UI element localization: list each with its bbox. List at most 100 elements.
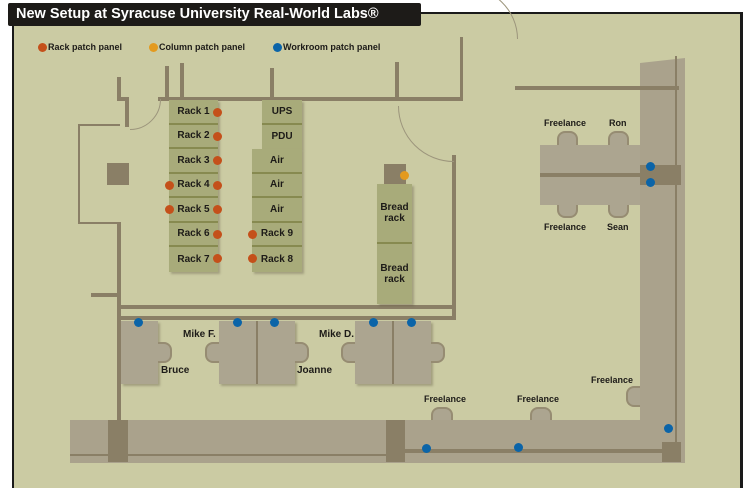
workroom-patch-panel-icon	[646, 178, 655, 187]
window-bay	[78, 124, 80, 224]
rack-patch-panel-icon	[248, 230, 257, 239]
chair	[557, 131, 578, 145]
wall	[395, 62, 399, 99]
corridor-south-wall	[400, 449, 680, 453]
rack-3[interactable]: Rack 3	[169, 149, 218, 174]
air-unit[interactable]: Air	[252, 198, 302, 223]
wall-north	[158, 97, 460, 101]
rack-patch-panel-icon	[165, 181, 174, 190]
ups[interactable]: UPS	[262, 100, 302, 125]
label-bruce: Bruce	[161, 365, 190, 376]
desk-pair-mike-f-joanne	[219, 321, 295, 384]
pillar	[386, 420, 405, 462]
label-freelance: Freelance	[517, 394, 560, 404]
wall-stub	[91, 293, 118, 297]
wall-west	[117, 222, 121, 422]
label-freelance: Freelance	[591, 375, 634, 385]
label-freelance: Freelance	[544, 118, 587, 128]
pdu[interactable]: PDU	[271, 131, 293, 143]
label-mike-d: Mike D.	[319, 329, 355, 340]
rack-patch-panel-icon	[213, 254, 222, 263]
chair	[431, 407, 453, 420]
chair	[295, 342, 309, 363]
workroom-patch-panel-icon	[134, 318, 143, 327]
column	[384, 164, 406, 186]
frame-left	[12, 14, 14, 488]
rack-5[interactable]: Rack 5	[169, 198, 218, 223]
rack-2[interactable]: Rack 2	[169, 125, 218, 149]
corridor-east	[640, 58, 685, 462]
window-bay	[78, 124, 120, 126]
corridor-south-line	[70, 454, 400, 456]
wall	[117, 77, 121, 101]
rack-patch-panel-icon	[248, 254, 257, 263]
power-column: UPS PDU	[262, 100, 302, 149]
workroom-patch-panel-icon	[233, 318, 242, 327]
label-joanne: Joanne	[297, 365, 333, 376]
rack-8[interactable]: Rack 8	[260, 253, 294, 265]
wall	[125, 97, 129, 127]
workroom-patch-panel-icon	[407, 318, 416, 327]
workroom-patch-panel-icon	[646, 162, 655, 171]
rack-6[interactable]: Rack 6	[169, 223, 218, 247]
rack-patch-panel-icon	[165, 205, 174, 214]
frame-right	[740, 14, 743, 488]
air-unit[interactable]: Air	[252, 174, 302, 198]
chair	[431, 342, 445, 363]
label-sean: Sean	[607, 222, 629, 232]
rack-patch-panel-icon	[213, 156, 222, 165]
chair	[557, 205, 578, 218]
rack-patch-panel-icon	[213, 181, 222, 190]
wall	[460, 37, 463, 101]
wall-south-room	[118, 316, 456, 320]
rack-column-2: Air Air Air Rack 9 Rack 8	[252, 149, 302, 272]
workroom-patch-panel-icon	[422, 444, 431, 453]
workroom-patch-panel-icon	[369, 318, 378, 327]
wall-east-room	[452, 155, 456, 320]
workroom-patch-panel-icon	[664, 424, 673, 433]
rack-7[interactable]: Rack 7	[177, 253, 210, 265]
workroom-patch-legend-icon	[273, 43, 282, 52]
chair	[608, 131, 629, 145]
corridor-east-line	[675, 56, 677, 456]
window-bay	[78, 222, 120, 224]
bread-rack-column: Bread rack Bread rack	[377, 184, 412, 304]
rack-patch-panel-icon	[213, 230, 222, 239]
legend-column: Column patch panel	[159, 42, 246, 52]
column-patch-panel-icon	[400, 171, 409, 180]
wall	[515, 86, 679, 90]
legend-workroom: Workroom patch panel	[283, 42, 381, 52]
wall-south-room	[118, 305, 456, 309]
wall	[270, 68, 274, 99]
column-patch-legend-icon	[149, 43, 158, 52]
rack-1[interactable]: Rack 1	[169, 100, 218, 125]
label-ron: Ron	[609, 118, 627, 128]
chair	[530, 407, 552, 420]
rack-patch-panel-icon	[213, 108, 222, 117]
rack-column-1: Rack 1 Rack 2 Rack 3 Rack 4 Rack 5 Rack …	[169, 100, 218, 272]
bread-rack[interactable]: Bread rack	[377, 184, 412, 244]
chair	[158, 342, 172, 363]
pillar	[108, 420, 128, 462]
wall	[117, 97, 127, 101]
rack-patch-legend-icon	[38, 43, 47, 52]
bread-rack[interactable]: Bread rack	[380, 263, 409, 285]
wall	[180, 63, 184, 99]
legend-rack: Rack patch panel	[48, 42, 123, 52]
diagram-title: New Setup at Syracuse University Real-Wo…	[8, 3, 421, 26]
rack-patch-panel-icon	[213, 205, 222, 214]
workroom-patch-panel-icon	[514, 443, 523, 452]
corridor-south	[70, 420, 685, 463]
air-unit[interactable]: Air	[252, 149, 302, 174]
wall	[165, 66, 169, 99]
label-mike-f: Mike F.	[183, 329, 216, 340]
rack-9[interactable]: Rack 9	[252, 223, 302, 247]
workroom-patch-panel-icon	[270, 318, 279, 327]
rack-4[interactable]: Rack 4	[169, 174, 218, 198]
column	[107, 163, 129, 185]
table-divider	[540, 173, 640, 177]
chair	[626, 386, 640, 407]
chair	[341, 342, 355, 363]
chair	[608, 205, 629, 218]
